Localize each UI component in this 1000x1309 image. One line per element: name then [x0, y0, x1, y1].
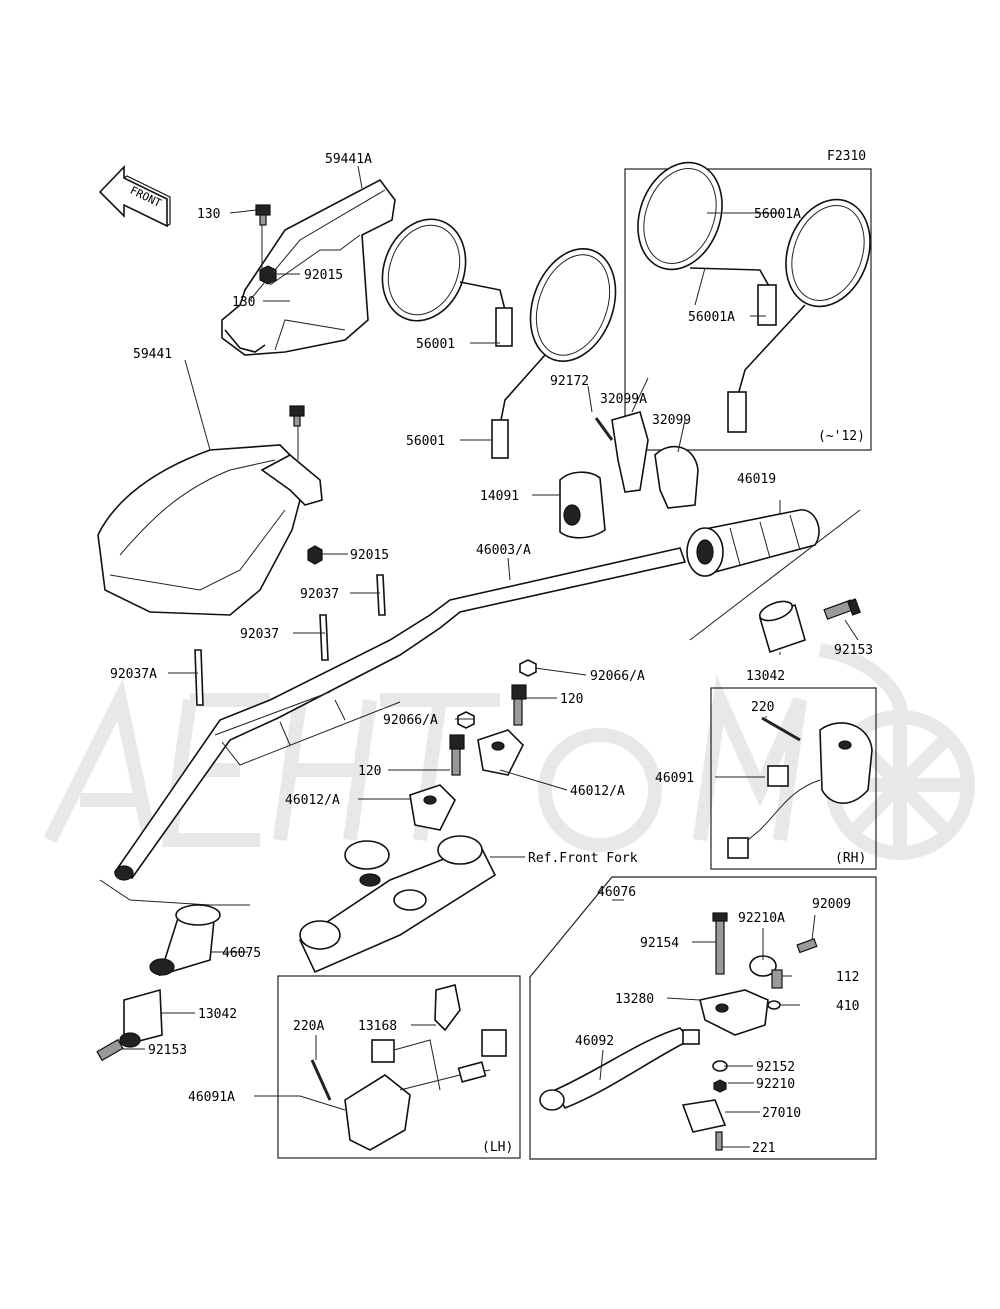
bolt-120-lower — [449, 734, 465, 776]
front-arrow-icon: FRONT — [98, 165, 171, 228]
label-collar-upper: 92066/A — [590, 669, 645, 684]
label-throttle-housing: 14091 — [480, 489, 519, 504]
axis-line-left — [99, 879, 250, 906]
throttle-case-32099 — [654, 445, 699, 509]
left-switch-box — [277, 975, 521, 1159]
throttle-grip-46019 — [686, 509, 820, 577]
throttle-case-32099A — [611, 411, 649, 493]
label-clamp-bolt-upper: 120 — [560, 692, 583, 707]
label-nut-92210: 92210 — [756, 1077, 795, 1092]
label-pivot-bolt: 92154 — [640, 936, 679, 951]
holder-46012-left — [409, 784, 456, 831]
handlebar-46003 — [113, 547, 687, 881]
label-bar-end-weight-r: 13042 — [746, 669, 785, 684]
figure-code: F2310 — [827, 149, 866, 164]
mirror-right — [491, 248, 617, 459]
label-lever: 46092 — [575, 1034, 614, 1049]
bolt-120-upper — [511, 684, 527, 726]
right-switch-box — [710, 687, 877, 870]
label-handlebar: 46003/A — [476, 543, 531, 558]
label-throttle-case-a: 32099A — [600, 392, 647, 407]
label-throttle-case: 32099 — [652, 413, 691, 428]
screw-92172 — [594, 417, 614, 441]
left-switch-note: (LH) — [482, 1140, 513, 1155]
mirror-left — [381, 218, 513, 347]
grip-left-46075 — [149, 904, 221, 977]
nut-92015-lower — [307, 545, 323, 565]
label-mirror-left: 56001 — [416, 337, 455, 352]
label-mirror-right: 56001 — [406, 434, 445, 449]
switch-left-46091A — [310, 984, 507, 1151]
label-front-fork-ref: Ref.Front Fork — [528, 851, 638, 866]
lever-assembly-box — [529, 876, 877, 1160]
label-holder-left: 46012/A — [285, 793, 340, 808]
band-92037 — [194, 574, 386, 706]
holder-46012-right — [477, 729, 524, 776]
label-holder-right: 46012/A — [570, 784, 625, 799]
bar-end-screw-92153-r — [823, 598, 861, 620]
label-nut-92152: 92152 — [756, 1060, 795, 1075]
hand-guard-lower — [97, 444, 323, 616]
collar-92066-upper — [519, 659, 537, 677]
switch-right-46091 — [727, 716, 873, 859]
collar-92066-lower — [457, 711, 475, 729]
label-bar-end-weight-l: 13042 — [198, 1007, 237, 1022]
callout-labels: 59441A 130 92015 130 59441 92015 92037 9… — [110, 152, 873, 1156]
right-switch-note: (RH) — [835, 851, 866, 866]
label-bolt-upper: 130 — [197, 207, 220, 222]
label-bar-end-screw-l: 92153 — [148, 1043, 187, 1058]
mirror-variant-note: (~'12) — [818, 429, 865, 444]
label-screw-221: 221 — [752, 1141, 775, 1156]
lever-assembly-46076 — [539, 912, 818, 1151]
label-nut-upper: 92015 — [304, 268, 343, 283]
label-lever-holder: 13280 — [615, 992, 654, 1007]
bar-end-weight-13042-r — [758, 600, 806, 654]
label-washer-410: 410 — [836, 999, 859, 1014]
label-bracket-13168: 13168 — [358, 1019, 397, 1034]
axis-line-right — [689, 509, 861, 641]
label-bolt-lower: 130 — [232, 295, 255, 310]
bolt-130-upper — [255, 204, 271, 226]
bolt-130-lower — [289, 405, 305, 427]
label-switch-screw-l: 220A — [293, 1019, 324, 1034]
label-mirror-box-left: 56001A — [688, 310, 735, 325]
triple-clamp-ref — [298, 835, 497, 974]
label-switch-left: 46091A — [188, 1090, 235, 1105]
label-hand-guard-lower: 59441 — [133, 347, 172, 362]
label-collar-lower: 92066/A — [383, 713, 438, 728]
label-lever-adjuster: 92210A — [738, 911, 785, 926]
label-lever-assy: 46076 — [597, 885, 636, 900]
label-bar-end-screw-r: 92153 — [834, 643, 873, 658]
label-hand-guard-upper: 59441A — [325, 152, 372, 167]
label-adjuster-screw: 92009 — [812, 897, 851, 912]
label-clamp-bolt-lower: 120 — [358, 764, 381, 779]
label-stop-switch: 27010 — [762, 1106, 801, 1121]
nut-92015-upper — [259, 265, 277, 285]
label-screw-throttle: 92172 — [550, 374, 589, 389]
label-throttle-grip: 46019 — [737, 472, 776, 487]
bar-end-screw-92153-l — [96, 1038, 124, 1062]
leader-lines — [122, 165, 859, 1148]
label-screw-112: 112 — [836, 970, 859, 985]
label-band-middle: 92037 — [240, 627, 279, 642]
label-grip-left: 46075 — [222, 946, 261, 961]
throttle-housing-14091 — [559, 471, 606, 539]
mirror-variant-box — [624, 168, 872, 451]
label-band-lower: 92037A — [110, 667, 157, 682]
label-mirror-box-right: 56001A — [754, 207, 801, 222]
label-band-upper: 92037 — [300, 587, 339, 602]
bar-end-weight-13042-l — [119, 988, 163, 1048]
mirror-box-right — [727, 198, 871, 433]
hand-guard-upper — [221, 178, 396, 356]
label-nut-lower: 92015 — [350, 548, 389, 563]
label-switch-right: 46091 — [655, 771, 694, 786]
label-switch-screw-r: 220 — [751, 700, 774, 715]
mirror-box-left — [637, 161, 777, 326]
